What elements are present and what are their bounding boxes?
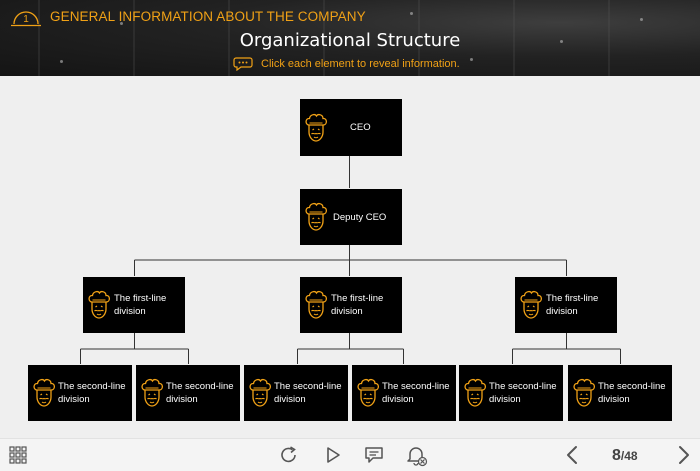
org-node-label: The second-line division bbox=[58, 381, 126, 405]
org-node-second-line-2[interactable]: The second-line division bbox=[136, 365, 240, 421]
org-node-deputy-ceo[interactable]: Deputy CEO bbox=[300, 189, 402, 245]
lesson-badge-icon: 1 bbox=[11, 11, 41, 27]
decor-dot bbox=[60, 60, 63, 63]
org-node-label: The second-line division bbox=[382, 381, 450, 405]
chef-avatar-icon bbox=[356, 378, 380, 408]
org-connectors bbox=[80, 156, 621, 364]
org-node-second-line-6[interactable]: The second-line division bbox=[568, 365, 672, 421]
org-node-ceo[interactable]: CEO bbox=[300, 99, 402, 156]
chef-avatar-icon bbox=[572, 378, 596, 408]
org-node-label: The second-line division bbox=[598, 381, 666, 405]
chef-avatar-icon bbox=[304, 290, 328, 320]
header-bar: 1 GENERAL INFORMATION ABOUT THE COMPANY … bbox=[0, 0, 700, 76]
decor-dot bbox=[470, 58, 473, 61]
page-title: Organizational Structure bbox=[239, 30, 461, 51]
chef-avatar-icon bbox=[87, 290, 111, 320]
page-current: 8 bbox=[612, 447, 621, 464]
org-node-second-line-5[interactable]: The second-line division bbox=[459, 365, 563, 421]
hint: Click each element to reveal information… bbox=[233, 57, 460, 71]
org-node-label: The first-line division bbox=[331, 293, 384, 317]
chef-avatar-icon bbox=[304, 113, 328, 143]
next-arrow-icon[interactable] bbox=[671, 443, 695, 467]
page-total: /48 bbox=[620, 449, 638, 463]
org-node-first-line-3[interactable]: The first-line division bbox=[515, 277, 617, 333]
org-node-label: The second-line division bbox=[274, 381, 342, 405]
org-node-label: The first-line division bbox=[114, 293, 167, 317]
comment-icon[interactable] bbox=[362, 443, 386, 467]
org-node-label: The first-line division bbox=[546, 293, 599, 317]
replay-icon[interactable] bbox=[277, 443, 301, 467]
org-node-first-line-2[interactable]: The first-line division bbox=[300, 277, 402, 333]
chef-avatar-icon bbox=[32, 378, 56, 408]
play-icon[interactable] bbox=[321, 443, 345, 467]
header-background bbox=[0, 0, 700, 76]
org-node-label: The second-line division bbox=[489, 381, 557, 405]
chef-avatar-icon bbox=[248, 378, 272, 408]
lesson-number: 1 bbox=[23, 14, 29, 25]
lesson-title: GENERAL INFORMATION ABOUT THE COMPANY bbox=[50, 9, 366, 24]
chef-avatar-icon bbox=[140, 378, 164, 408]
page-counter: 8/48 bbox=[612, 447, 638, 465]
speech-bubble-icon bbox=[233, 57, 253, 71]
grid-menu-icon[interactable] bbox=[7, 443, 31, 467]
decor-dot bbox=[560, 40, 563, 43]
chef-avatar-icon bbox=[463, 378, 487, 408]
org-node-second-line-1[interactable]: The second-line division bbox=[28, 365, 132, 421]
bell-muted-icon[interactable] bbox=[404, 443, 428, 467]
bottom-toolbar: 8/48 bbox=[0, 438, 700, 471]
org-chart: CEO Deputy CEO The first-line division T… bbox=[0, 76, 700, 438]
hint-text: Click each element to reveal information… bbox=[261, 58, 460, 70]
org-node-second-line-4[interactable]: The second-line division bbox=[352, 365, 456, 421]
org-node-first-line-1[interactable]: The first-line division bbox=[83, 277, 185, 333]
org-node-label: CEO bbox=[350, 122, 371, 133]
org-node-label: The second-line division bbox=[166, 381, 234, 405]
org-node-second-line-3[interactable]: The second-line division bbox=[244, 365, 348, 421]
decor-dot bbox=[640, 18, 643, 21]
decor-dot bbox=[120, 22, 123, 25]
chef-avatar-icon bbox=[519, 290, 543, 320]
org-node-label: Deputy CEO bbox=[333, 212, 387, 223]
decor-dot bbox=[410, 12, 413, 15]
prev-arrow-icon[interactable] bbox=[561, 443, 585, 467]
chef-avatar-icon bbox=[304, 202, 328, 232]
